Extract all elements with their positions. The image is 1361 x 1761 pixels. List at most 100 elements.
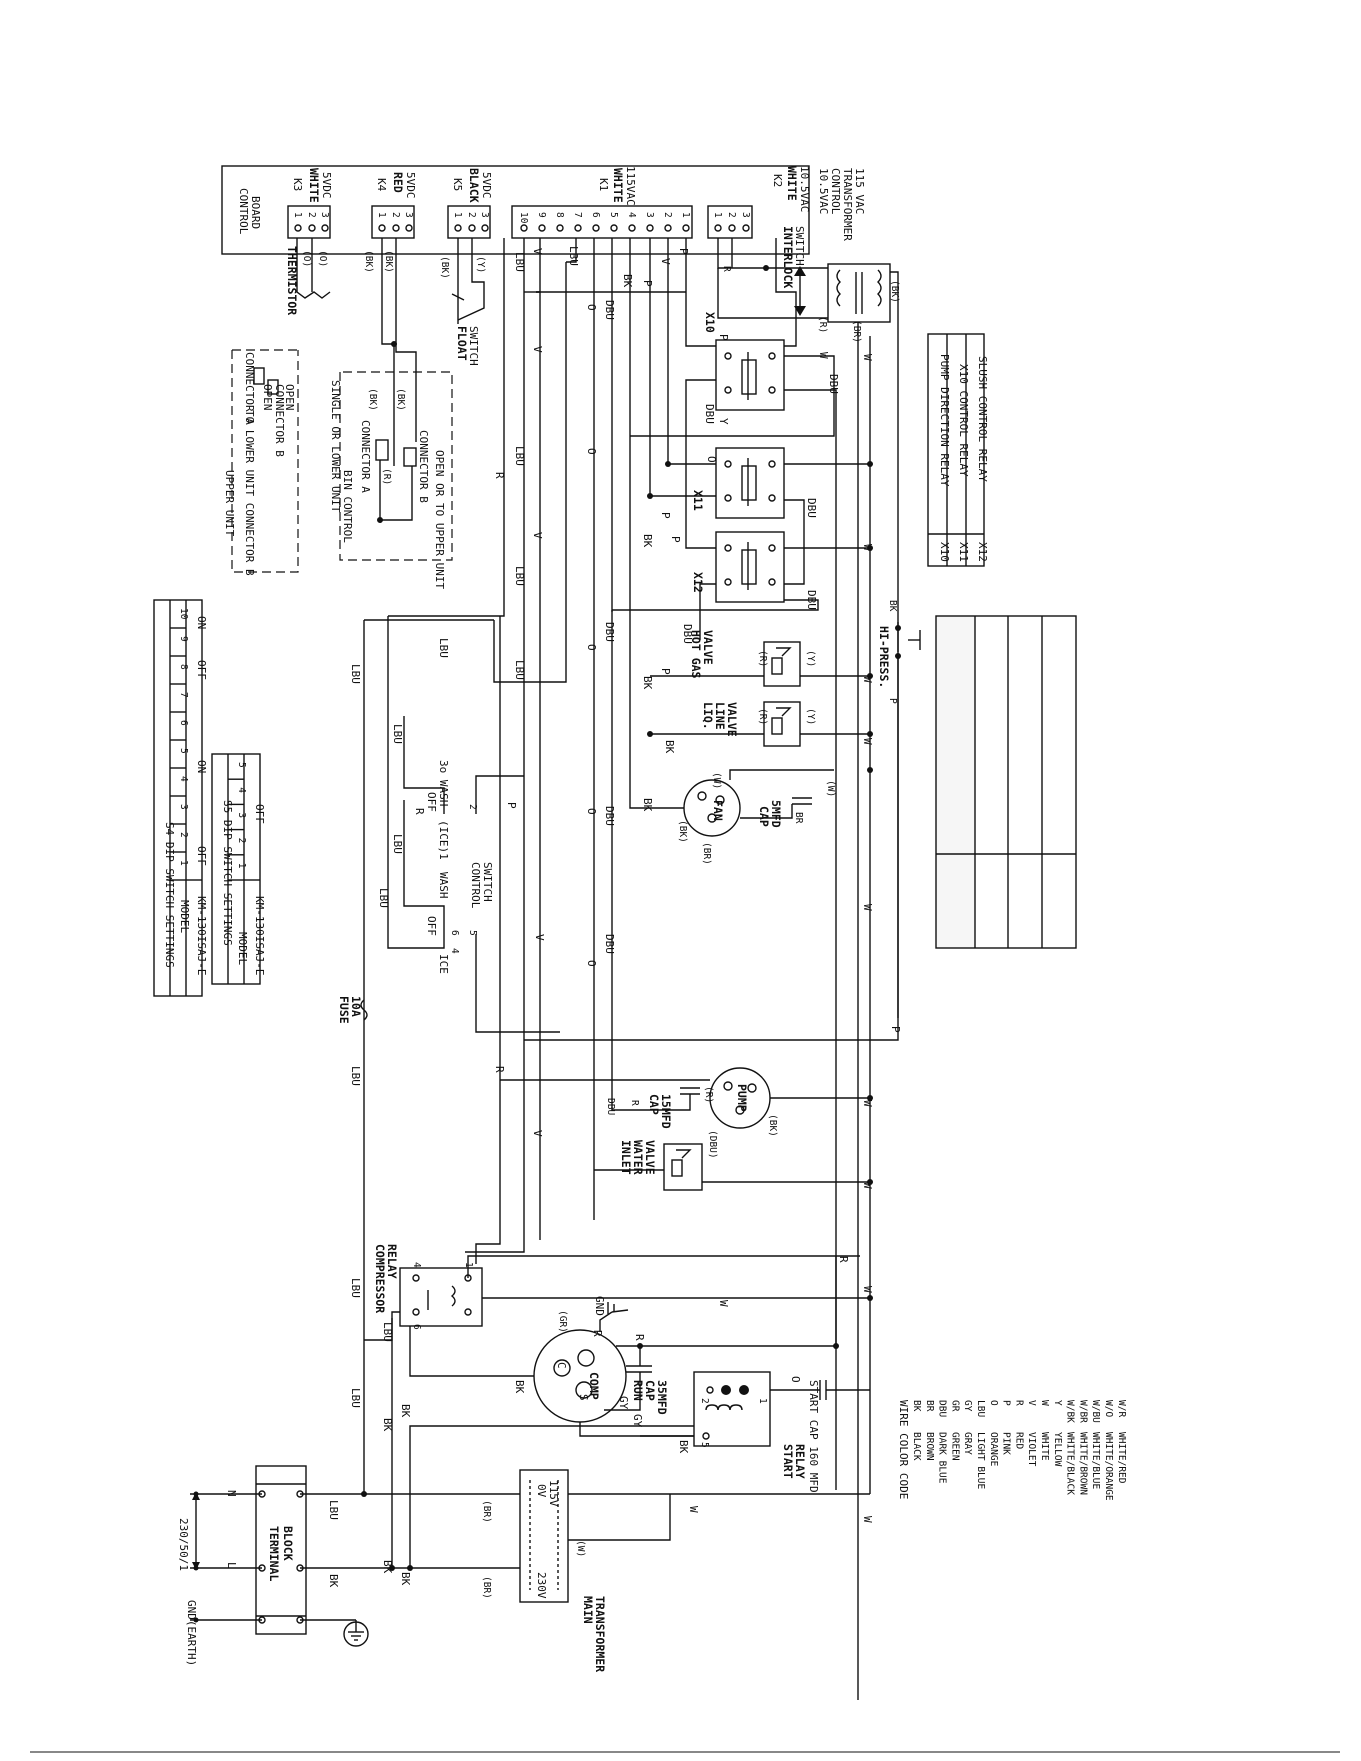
lower-unit-title-1: SINGLE OR LOWER UNIT [329,380,342,513]
hi-press-label: HI-PRESS. [877,626,891,688]
terminal-l: L [225,1562,238,1569]
trunk-lbu-3: LBU [349,1278,362,1298]
control-board-title-1: CONTROL [237,188,250,235]
liq-label-1: LIQ. [701,702,715,730]
float-wire-y: (Y) [475,256,486,273]
w-bus-1: W [861,354,874,361]
ctrl-sw-label-2: SWITCH [481,862,494,902]
pump-label: PUMP [735,1084,749,1112]
k1-wire-p: P [641,280,654,287]
k5-pin-1: 1 [452,212,463,218]
s4-header-col: 2 [178,832,189,838]
fan-wire-br: (BR) [701,842,712,865]
k2-wire-r: R [721,266,732,272]
interlock-label-1: INTERLOCK [781,226,795,288]
color-code-key: W/BK [1065,1400,1076,1423]
comp-wire-gr: (GR) [557,1310,568,1333]
k1-pin-hole [682,224,690,232]
fuse-label-1: FUSE [337,996,351,1024]
run-cap-1: RUN [631,1380,645,1401]
trunk-r-1: R [493,472,506,479]
ctrl-wire-r: R [413,808,426,815]
k1-pin-label: 2 [662,212,673,218]
k3-pin-1: 1 [292,212,303,218]
upper-open-b: OPEN [283,384,296,411]
inlet-wire-dbu: (DBU) [707,1130,718,1159]
x12-wire-p: P [669,536,682,543]
ctrl-sw-term-6: 6 [449,930,460,936]
connector-k3: 1 2 3 K3 WHITE 5VDC [287,168,333,239]
thermistor-wire-o-1: (O) [301,250,312,267]
x12-wire-dbu: DBU [805,590,818,610]
pump-cap-1: CAP [647,1094,661,1115]
trunk-lbu-8: LBU [437,638,450,658]
relay-x10: X10 [703,312,785,411]
main-wire-bk-1: BK [381,1418,394,1432]
trunk-v-2: V [531,532,544,539]
k1-pin-hole [610,224,618,232]
ctrl-sw-off-top: OFF [425,792,438,812]
comp-relay-wire-w: W [717,1300,730,1307]
trunk-bk-5: BK [641,798,654,812]
trunk-p-2: P [659,512,672,519]
ctrl-tx-label-4: 115 VAC [853,168,866,214]
trunk-o-4: O [585,960,598,967]
compressor: COMP C R S GND (GR) RUN CAP 35MFD BK GY … [409,1256,839,1428]
color-code-key: GY [962,1400,973,1412]
gnd-label: GND [593,1296,606,1316]
hipress-wire-bk: BK [887,600,898,612]
k1-pin-label: 5 [608,212,619,218]
trunk-p-3: P [659,668,672,675]
k1-wire-lbu: LBU [513,252,526,272]
control-switch: OFF 3o WASH WASH (ICE)1 OFF ICE CONTROL … [377,619,560,1033]
k1-name: K1 [597,178,610,191]
legend-x12-desc: SLUSH CONTROL RELAY [976,356,989,482]
llv-wire-r: (R) [757,708,768,725]
k1-wire-p-2: P [677,248,690,255]
main-tx-wire-br: (BR) [481,1500,492,1523]
color-code-key: DBU [937,1400,948,1417]
color-code-key: W/R [1116,1400,1127,1417]
pump-cap-2: 15MFD [659,1094,673,1129]
run-cap-2: CAP [643,1380,657,1401]
lower-wire-r: (R) [381,468,392,485]
connector-k2: 1 2 3 K2 WHITE 10.5VAC [707,166,811,239]
terminal-label-1: TERMINAL [267,1526,281,1581]
color-code-name: PINK [1001,1432,1012,1455]
k4-color: RED [391,172,405,193]
main-tx-wire-br-2: (BR) [481,1576,492,1599]
float-wire-bk: (BK) [439,256,450,279]
color-code-key: LBU [975,1400,986,1417]
main-tx-label-1: MAIN [581,1596,595,1624]
upper-unit-box: UPPER UNIT TO LOWER UNIT CONNECTOR B CON… [223,349,299,576]
color-code-name: WHITE [1039,1432,1050,1461]
x10-wire-dbu-2: DBU [827,374,840,394]
comp-c: C [555,1362,568,1369]
color-code-name: WHITE/RED [1116,1432,1127,1484]
trunk-lbu-1: LBU [349,664,362,684]
interlock-label-2: SWITCH [793,226,806,266]
comp-wire-bk: BK [513,1380,526,1394]
start-relay-term-5: 5 [699,1442,710,1448]
relay-legend: X10 X11 X12 PUMP DIRECTION RELAY X10 CON… [927,333,989,567]
k1-voltage: 115VAC [624,166,637,206]
comp-relay-wire-lbu: LBU [381,1322,394,1342]
float-switch: FLOAT SWITCH (BK) (Y) [439,238,486,366]
ctrl-sw-off-bottom: OFF [425,916,438,936]
ctrl-wire-p: P [505,802,518,809]
x11-wire-o: O [705,456,718,463]
lower-connector-b: CONNECTOR B [417,430,430,503]
ctrl-sw-wash: WASH [437,872,450,899]
upper-unit-title: UPPER UNIT [223,470,236,537]
fan-cap-1: CAP [757,806,771,827]
connector-k4: 1 2 3 K4 RED 5VDC [371,172,417,239]
ctrl-sw-term-2: 2 [467,804,478,810]
k5-color: BLACK [467,168,481,203]
k1-pin-hole [592,224,600,232]
k4-pin-2: 2 [390,212,401,218]
k1-pin-label: 1 [680,212,691,218]
k2-pin-3: 3 [740,212,751,218]
